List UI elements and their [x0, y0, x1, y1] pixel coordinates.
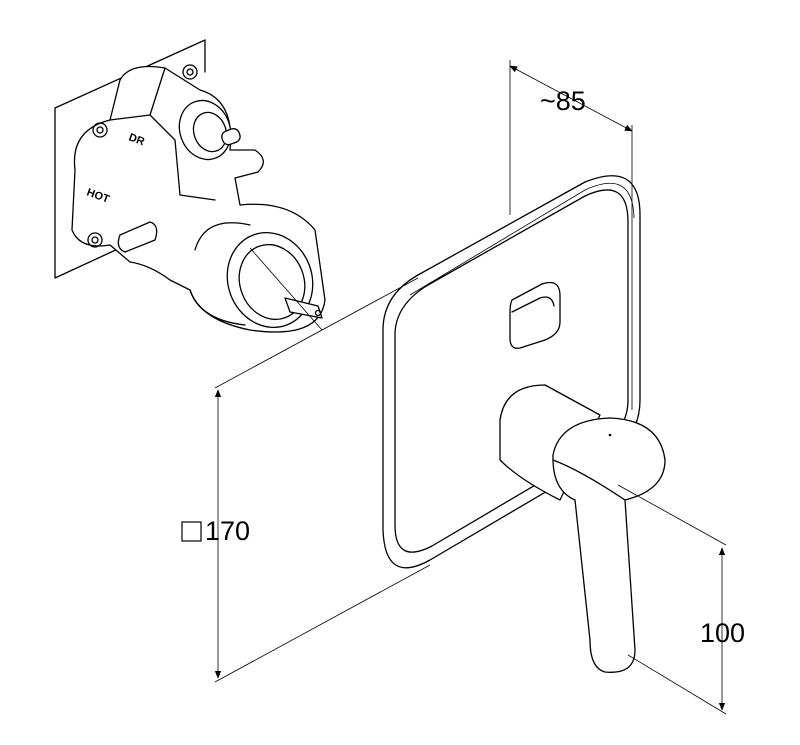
lever-handle — [499, 384, 666, 673]
diverter-button — [509, 281, 561, 349]
plate-size-label: 170 — [205, 516, 251, 546]
diverter-marking: DR — [127, 132, 146, 149]
dimension-depth — [509, 60, 633, 410]
dimension-plate-size — [214, 247, 431, 683]
lever-height-label: 100 — [700, 618, 746, 648]
dimension-lever-height — [617, 484, 727, 715]
depth-label: ~85 — [540, 86, 586, 116]
valve-body: DR HOT — [71, 64, 326, 333]
mounting-plate — [54, 39, 206, 279]
square-symbol — [181, 521, 202, 542]
